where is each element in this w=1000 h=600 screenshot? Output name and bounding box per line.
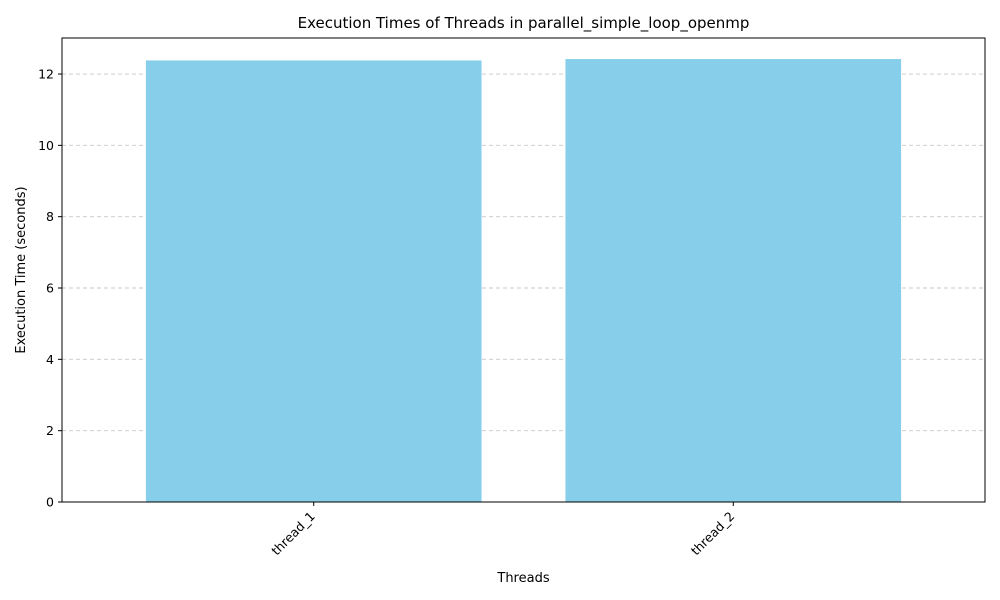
x-axis-label: Threads xyxy=(496,571,549,586)
y-tick-label: 6 xyxy=(46,281,54,296)
y-tick-label: 8 xyxy=(46,209,54,224)
y-axis-ticks: 0 2 4 6 8 10 12 xyxy=(38,67,62,510)
y-tick-label: 12 xyxy=(38,67,54,82)
bar-thread-2 xyxy=(565,59,902,503)
y-tick-label: 4 xyxy=(46,352,54,367)
y-tick-label: 10 xyxy=(38,138,54,153)
y-tick-label: 0 xyxy=(46,495,54,510)
bar-thread-1 xyxy=(145,60,482,502)
chart-title: Execution Times of Threads in parallel_s… xyxy=(298,14,750,33)
bars xyxy=(145,59,902,503)
plot-frame xyxy=(61,37,986,503)
y-tick-label: 2 xyxy=(46,423,54,438)
y-axis-label: Execution Time (seconds) xyxy=(14,186,29,353)
